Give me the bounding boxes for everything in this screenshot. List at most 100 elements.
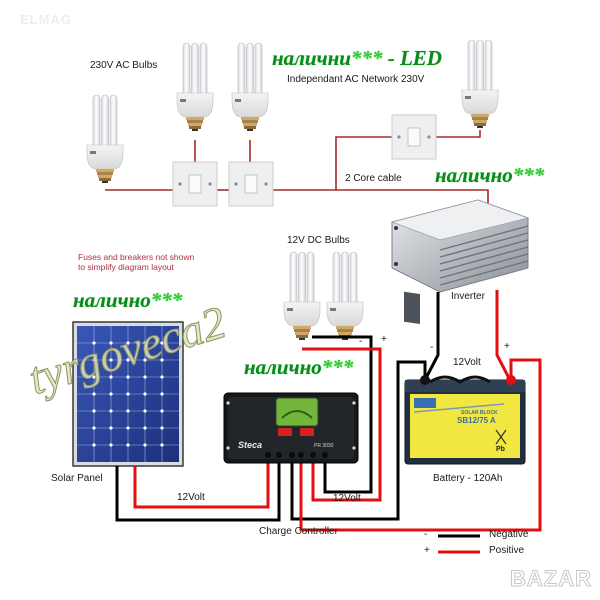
label-volt-load: 12Volt — [333, 493, 361, 504]
panel-cell-node — [126, 392, 130, 396]
fuse-note-line1: Fuses and breakers not shown — [78, 252, 195, 262]
label-battery: Battery - 120Ah — [433, 473, 503, 484]
corner-watermark: BAZAR — [510, 566, 592, 592]
panel-cell-node — [92, 443, 96, 447]
panel-cell-node — [160, 426, 164, 430]
light-switch-1 — [172, 161, 218, 207]
stock-label-solar-panel: налично*** — [73, 288, 182, 313]
panel-cell-node — [92, 392, 96, 396]
panel-cell-node — [126, 443, 130, 447]
stock-stars: *** — [350, 46, 383, 70]
panel-cell-node — [160, 375, 164, 379]
inverter-minus-sign: - — [430, 342, 434, 353]
inverter-device — [390, 199, 530, 325]
controller-model: PR 3030 — [314, 443, 334, 449]
stock-text: налично — [73, 288, 151, 312]
label-solar-panel: Solar Panel — [51, 473, 103, 484]
panel-cell-node — [92, 375, 96, 379]
panel-cell-node — [143, 358, 147, 362]
panel-cell-node — [92, 341, 96, 345]
panel-cell-node — [143, 392, 147, 396]
battery-negative-wire — [290, 360, 427, 521]
panel-cell-node — [160, 392, 164, 396]
label-inverter: Inverter — [451, 291, 485, 302]
solar-panel — [72, 321, 184, 467]
panel-cell-node — [143, 443, 147, 447]
stock-label-inverter: налично*** — [435, 163, 544, 188]
battery-series: SOLAR BLOCK — [461, 410, 498, 416]
legend-positive-label: Positive — [489, 545, 525, 556]
inverter-plus-sign: + — [504, 341, 510, 352]
panel-cell-node — [92, 358, 96, 362]
inverter-positive-wire — [495, 290, 512, 381]
stock-stars: *** — [512, 163, 545, 187]
dc-load-plus-sign: + — [381, 334, 387, 345]
panel-negative-wire — [115, 460, 281, 522]
dc-bulb-2 — [326, 251, 364, 341]
stock-suffix: - LED — [382, 46, 442, 70]
panel-cell-node — [126, 341, 130, 345]
ac-wire-switch3-bulb4 — [436, 130, 481, 138]
ac-wiring — [105, 130, 489, 222]
panel-cell-node — [143, 341, 147, 345]
charge-controller — [223, 392, 359, 464]
label-ac-bulbs: 230V AC Bulbs — [90, 60, 158, 71]
panel-cell-node — [160, 409, 164, 413]
ac-bulb-2 — [176, 42, 214, 132]
panel-cell-node — [109, 392, 113, 396]
panel-cell-node — [160, 358, 164, 362]
panel-cell-node — [126, 358, 130, 362]
stock-label-charge-controller: налично*** — [244, 355, 353, 380]
label-volt-battery: 12Volt — [453, 357, 481, 368]
label-volt-panel: 12Volt — [177, 492, 205, 503]
light-switch-3 — [391, 114, 437, 160]
panel-cell-node — [160, 443, 164, 447]
panel-cell-node — [109, 443, 113, 447]
panel-cell-node — [126, 375, 130, 379]
ac-bulb-4 — [461, 39, 499, 129]
dc-bulb-1 — [283, 251, 321, 341]
controller-brand: Steca — [238, 440, 263, 450]
label-charge-controller: Charge Controller — [259, 526, 338, 537]
panel-cell-node — [109, 358, 113, 362]
label-dc-bulbs: 12V DC Bulbs — [287, 235, 350, 246]
panel-cell-node — [126, 426, 130, 430]
panel-cell-node — [160, 341, 164, 345]
dc-load-minus-sign: - — [359, 336, 363, 347]
legend-positive-sign: + — [424, 545, 430, 556]
panel-cell-node — [143, 426, 147, 430]
fuse-note: Fuses and breakers not shown to simplify… — [78, 252, 194, 272]
load-negative-wire — [312, 335, 373, 494]
panel-cell-node — [109, 426, 113, 430]
panel-cell-node — [143, 375, 147, 379]
stock-label-led: налични*** - LED — [272, 46, 442, 71]
ac-wire-to-switch3 — [335, 136, 392, 190]
panel-cell-node — [109, 375, 113, 379]
stock-stars: *** — [150, 288, 183, 312]
stock-text: налично — [435, 163, 513, 187]
dc-load-wiring — [302, 335, 382, 502]
ac-bulb-1 — [86, 94, 124, 184]
fuse-note-line2: to simplify diagram layout — [78, 262, 174, 272]
stock-stars: *** — [321, 355, 354, 379]
label-ac-network: Independant AC Network 230V — [287, 74, 425, 85]
inverter-battery-wiring — [423, 290, 512, 381]
battery — [404, 375, 526, 465]
controller-battery-wiring — [290, 358, 542, 532]
battery-positive-wire — [299, 358, 542, 532]
light-switch-2 — [228, 161, 274, 207]
panel-cell-node — [92, 409, 96, 413]
label-core-cable: 2 Core cable — [345, 173, 402, 184]
legend-lines — [438, 534, 480, 554]
legend-negative-label: Negative — [489, 529, 529, 540]
battery-pb-mark: Pb — [496, 446, 505, 453]
panel-cell-node — [109, 341, 113, 345]
brand-watermark: ELMAG — [20, 12, 72, 27]
stock-text: налични — [272, 46, 351, 70]
panel-cell-node — [109, 409, 113, 413]
stock-text: налично — [244, 355, 322, 379]
ac-bulb-3 — [231, 42, 269, 132]
panel-controller-wiring — [115, 460, 281, 522]
